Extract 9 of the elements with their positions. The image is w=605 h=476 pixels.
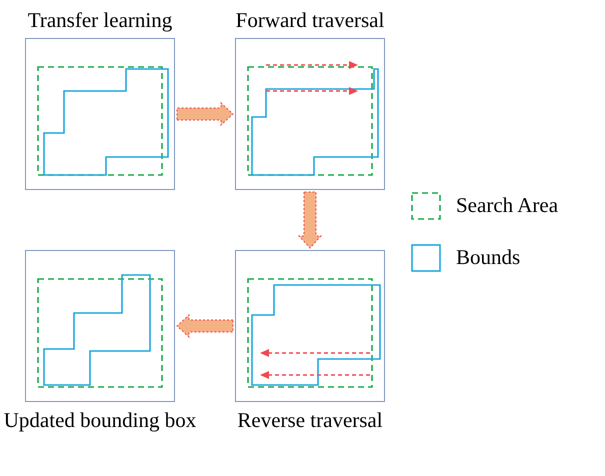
block-arrow	[176, 314, 234, 338]
panel-title: Reverse traversal	[236, 408, 384, 432]
panel-title: Transfer learning	[26, 8, 174, 32]
block-arrow	[298, 192, 322, 249]
legend-label: Bounds	[456, 245, 520, 270]
panel-title: Forward traversal	[234, 8, 386, 32]
block-arrow	[176, 102, 234, 126]
legend-label: Search Area	[456, 193, 558, 218]
panel-title: Updated bounding box	[2, 408, 198, 432]
